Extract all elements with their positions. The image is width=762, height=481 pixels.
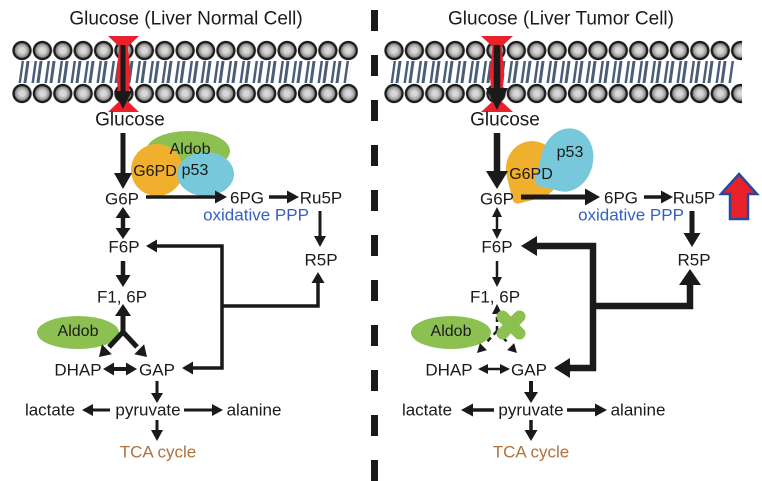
label-f6p: F6P [481,237,513,257]
label-oxidative-ppp: oxidative PPP [203,205,309,225]
membrane-tails [18,61,352,83]
label-pyruvate: pyruvate [498,400,564,420]
label-6pg: 6PG [229,188,265,208]
label-f16p: F1, 6P [96,287,148,307]
label-gap: GAP [139,360,175,380]
membrane-inner-heads [12,83,358,104]
dashed-divider-icon [371,10,378,481]
label-oxidative-ppp: oxidative PPP [578,205,684,225]
label-dhap: DHAP [425,360,473,380]
aldob-lower-ellipse [37,316,119,349]
label-glucose: Glucose [95,109,165,131]
lipid-bilayer-icon [384,40,742,104]
label-f16p: F1, 6P [469,287,521,307]
label-r5p: R5P [677,250,711,270]
label-g6p: G6P [479,189,515,209]
membrane-inner-heads [384,83,742,104]
p53-ellipse [177,152,234,196]
lipid-bilayer-icon [12,40,358,104]
label-aldob-lower: Aldob [430,323,472,340]
label-p53: p53 [181,162,209,179]
label-g6p: G6P [104,189,140,209]
label-tca-cycle: TCA cycle [492,442,570,462]
label-alanine: alanine [226,400,282,420]
label-dhap: DHAP [54,360,102,380]
membrane-outer-heads [12,40,358,61]
label-ru5p: Ru5P [299,188,343,208]
label-ru5p: Ru5P [672,188,716,208]
label-alanine: alanine [610,400,666,420]
label-pyruvate: pyruvate [115,400,181,420]
membrane-tails [390,61,736,83]
label-6pg: 6PG [603,188,639,208]
label-p53: p53 [556,144,584,161]
label-aldob: Aldob [169,141,211,158]
label-lactate: lactate [401,400,453,420]
label-f6p: F6P [108,237,140,257]
panel-normal-title: Glucose (Liver Normal Cell) [69,8,303,30]
label-g6pd: G6PD [509,166,553,183]
g6pd-ellipse [131,144,183,196]
label-lactate: lactate [24,400,76,420]
membrane-outer-heads [384,40,742,61]
label-r5p: R5P [304,250,338,270]
label-glucose: Glucose [470,109,540,131]
label-g6pd: G6PD [133,163,177,180]
label-tca-cycle: TCA cycle [119,442,197,462]
panel-tumor-title: Glucose (Liver Tumor Cell) [448,8,674,30]
label-aldob-lower: Aldob [57,323,99,340]
label-gap: GAP [511,360,547,380]
